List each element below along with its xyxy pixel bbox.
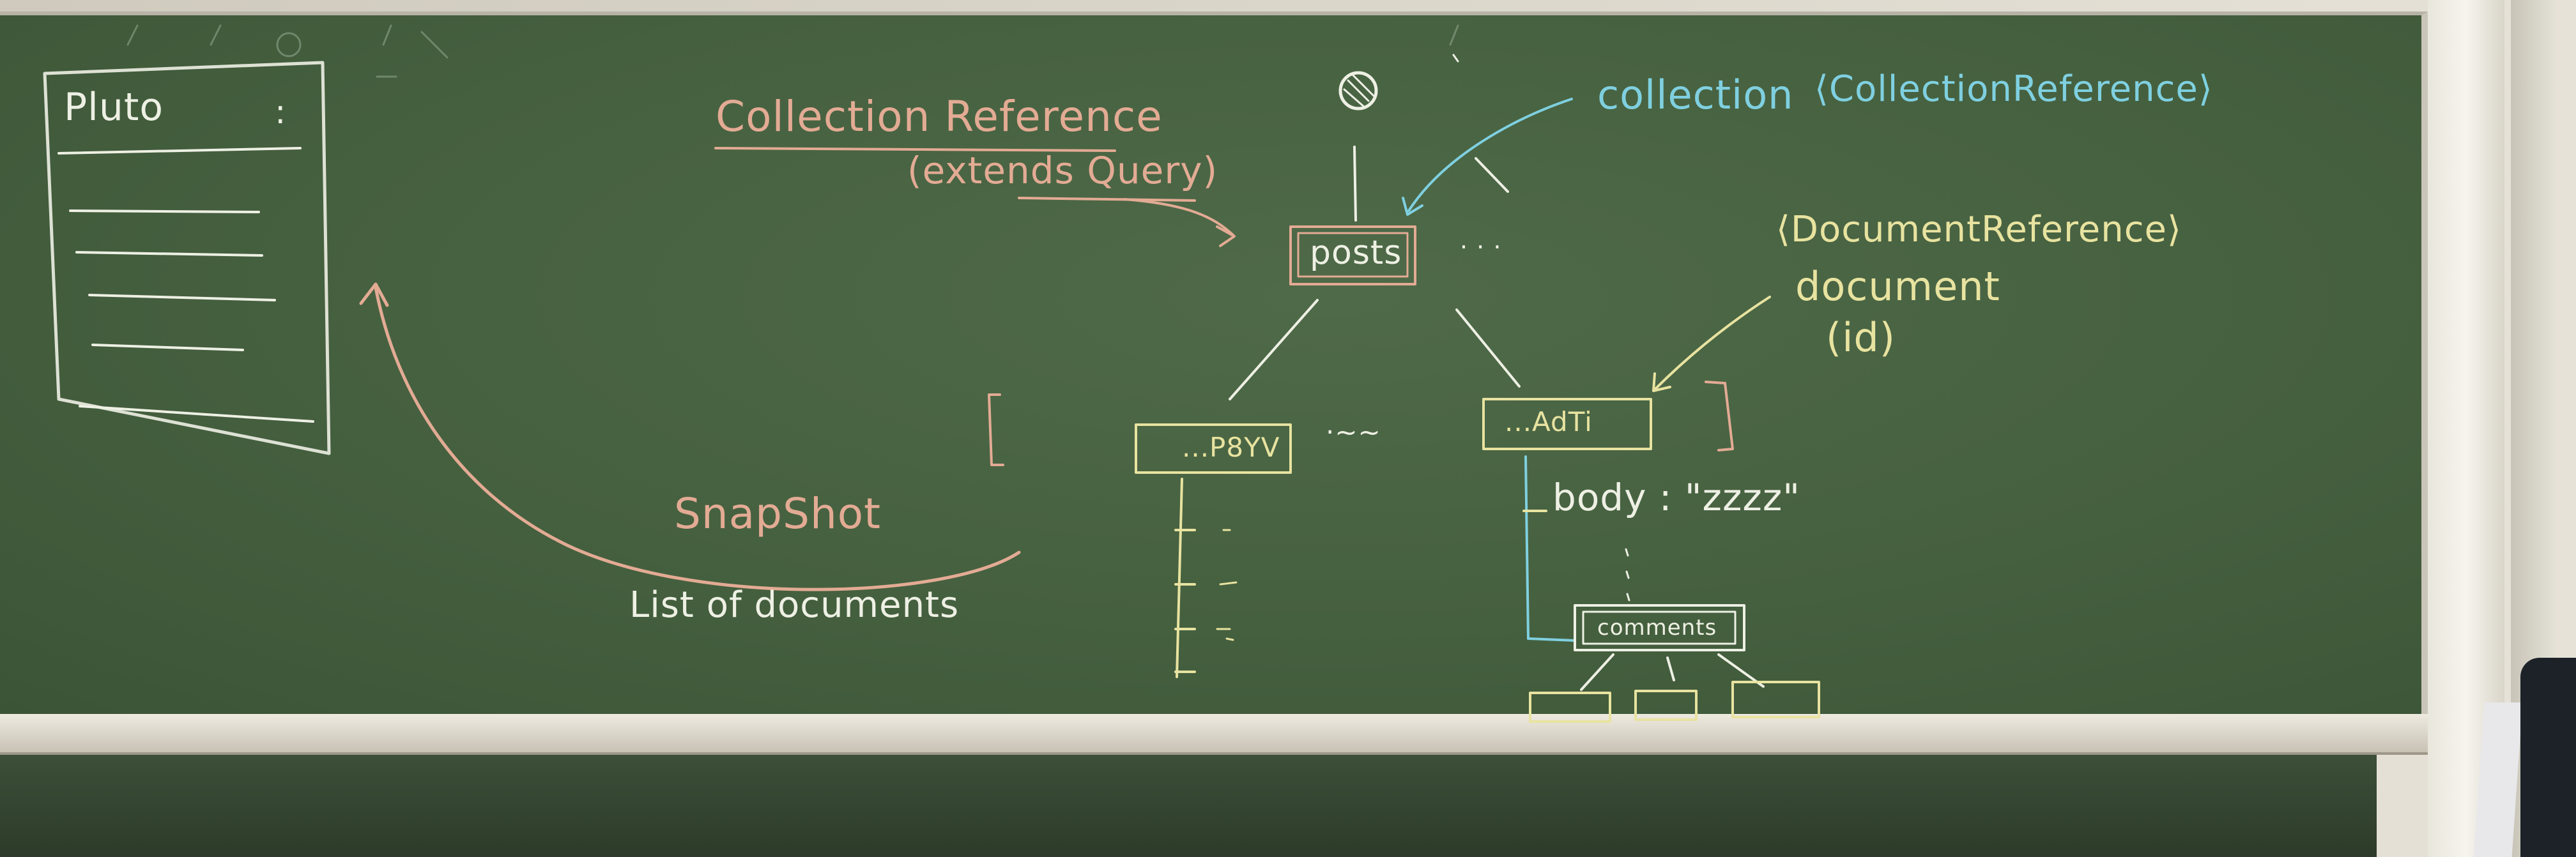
- document-type-label: ⟨DocumentReference⟩: [1776, 209, 2182, 250]
- extends-query-underline: [1018, 197, 1196, 202]
- phone-list-line: [69, 209, 260, 213]
- root-database-icon: [1338, 71, 1378, 110]
- snapshot-arrow: [374, 285, 1021, 591]
- lower-chalkboard: [0, 755, 2377, 857]
- extends-query-label: (extends Query): [907, 149, 1218, 192]
- phone-list-line: [75, 251, 263, 257]
- posts-label: posts: [1310, 234, 1402, 272]
- comment-box: [1634, 690, 1698, 721]
- chalkboard: [0, 11, 2428, 718]
- comment-box: [1731, 681, 1820, 718]
- bracket-right: [1705, 381, 1734, 451]
- collection-reference-label: Collection Reference: [716, 92, 1163, 141]
- doc-left-id: ...P8YV: [1182, 432, 1280, 463]
- collection-label: collection: [1597, 72, 1794, 118]
- snapshot-label: SnapShot: [674, 489, 882, 538]
- doc-right-id: ...AdTi: [1505, 406, 1593, 437]
- body-field-label: body : "zzzz": [1552, 476, 1800, 519]
- bracket-left: [988, 393, 1004, 466]
- phone-list-line: [79, 405, 314, 423]
- comments-box: [1574, 604, 1745, 651]
- more-collections-ellipsis: · · ·: [1460, 233, 1502, 261]
- doc-mid-ellipsis: ·~~: [1326, 416, 1381, 448]
- chalk-tray: [0, 714, 2441, 755]
- document-label: document: [1795, 263, 2000, 310]
- collection-arrow: [1407, 98, 1573, 212]
- collection-ref-arrow: [1123, 198, 1234, 236]
- collection-ref-underline: [714, 147, 1116, 152]
- backpack: [2520, 658, 2576, 857]
- phone-title: Pluto: [64, 85, 164, 130]
- doc-box-left: [1135, 423, 1292, 474]
- document-arrow: [1653, 296, 1771, 391]
- phone-menu-icon: :: [275, 93, 287, 132]
- phone-header-line: [57, 147, 302, 155]
- doc-right-subtree: [1524, 455, 1576, 642]
- id-label: (id): [1826, 314, 1896, 361]
- posts-box: [1289, 225, 1416, 285]
- phone-list-line: [91, 344, 244, 351]
- list-of-documents-label: List of documents: [629, 584, 960, 626]
- collection-type-label: ⟨CollectionReference⟩: [1814, 68, 2213, 110]
- comment-box: [1529, 692, 1611, 723]
- snapshot-arrowhead: [359, 282, 389, 307]
- doc-box-right: [1482, 398, 1652, 450]
- phone-outline: [43, 61, 331, 455]
- phone-list-line: [88, 294, 276, 301]
- doc-left-subtree: [1176, 478, 1183, 678]
- comments-label: comments: [1597, 615, 1717, 641]
